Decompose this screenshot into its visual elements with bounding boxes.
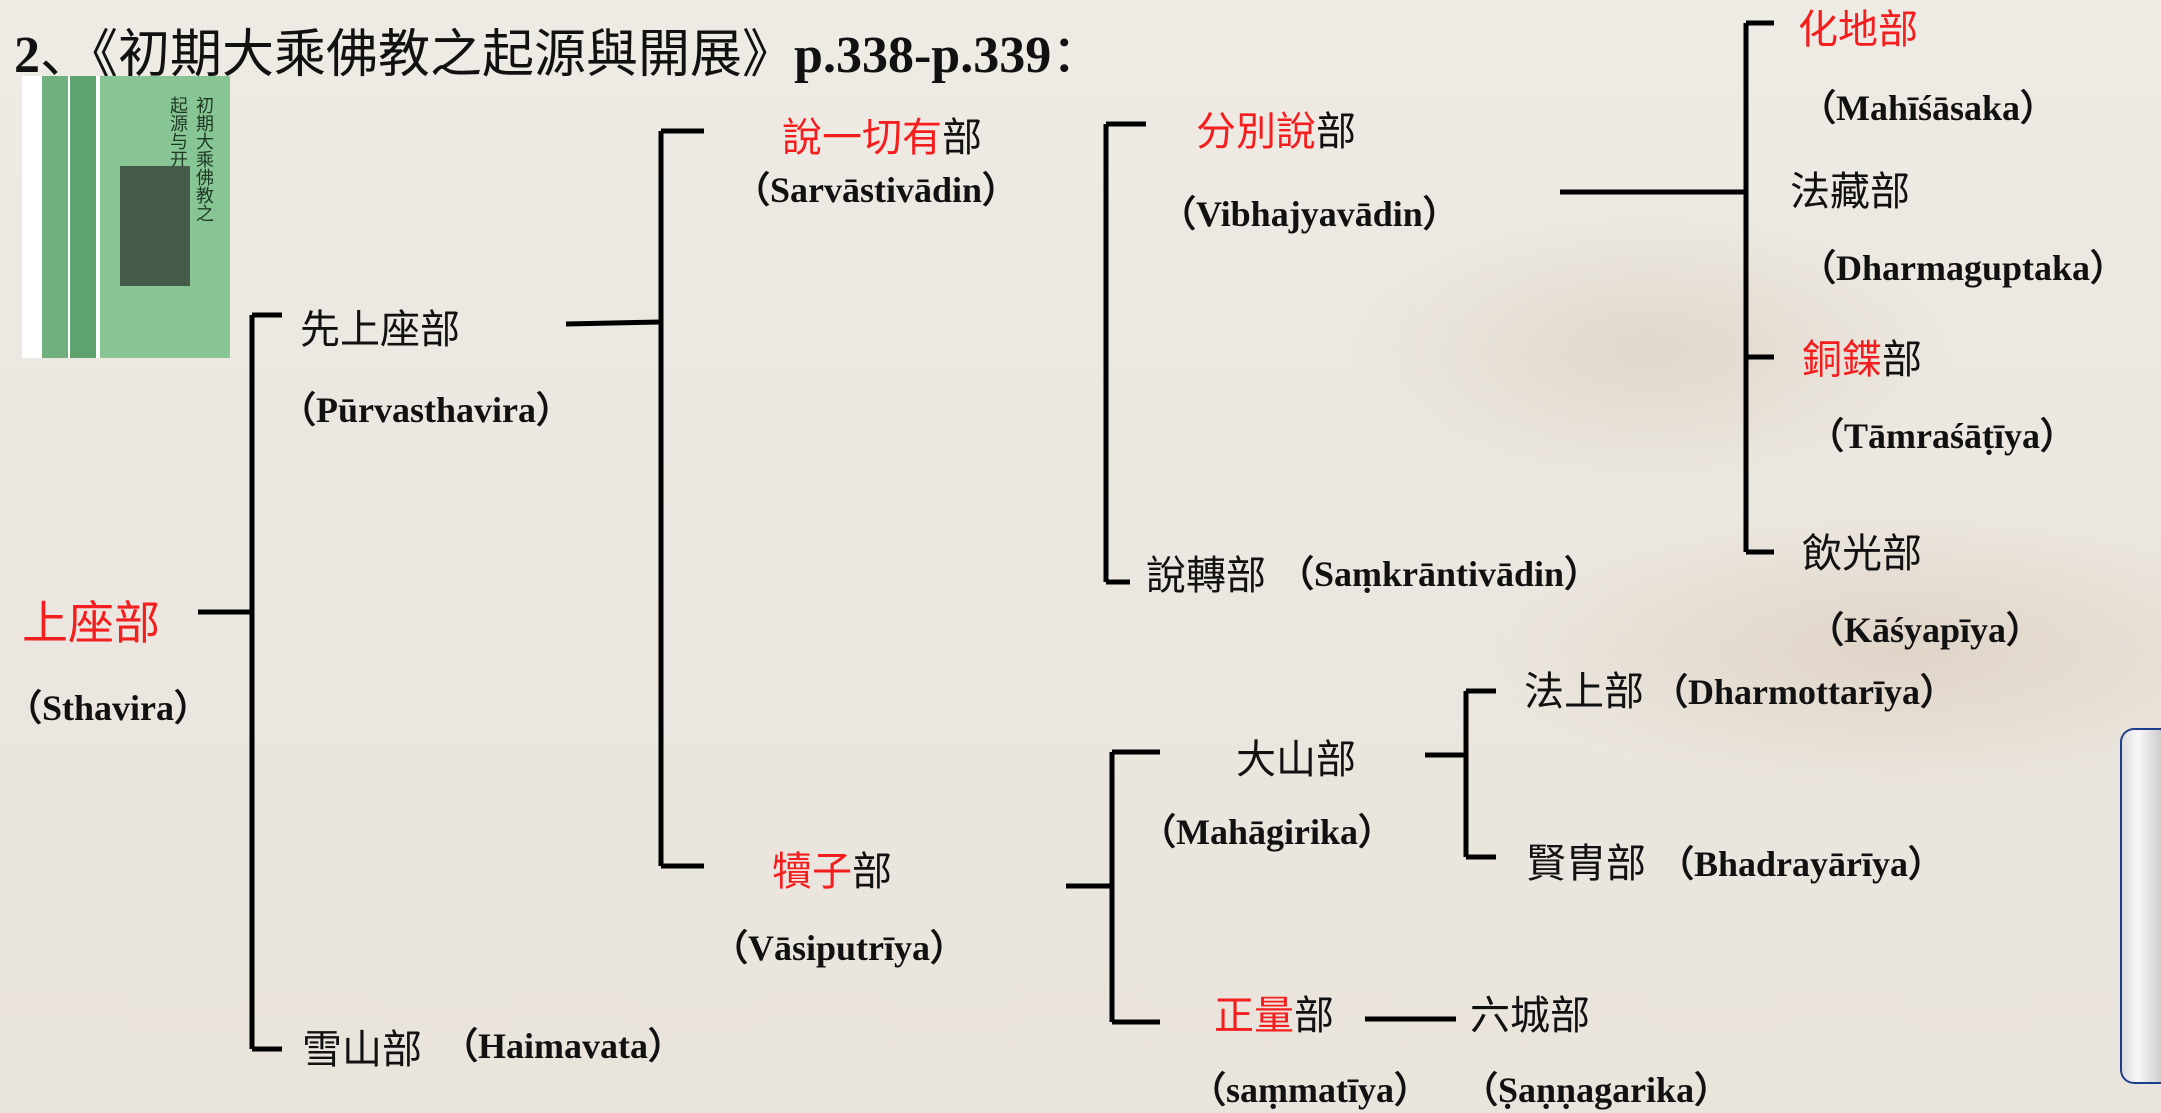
book-cover-subtitle: 起源与开展 xyxy=(167,96,188,186)
node-sannagarika-name: 六城部 xyxy=(1470,993,1590,1039)
node-vasiputriya-name-highlight: 犢子 xyxy=(772,849,852,895)
node-purvasthavira-name: 先上座部 xyxy=(300,307,460,353)
book-cover: 初期大乘佛教之 起源与开展 xyxy=(100,76,230,358)
node-vibhajyavadin-name-highlight: 分別說 xyxy=(1196,109,1316,155)
book-cover-image: 初期大乘佛教之 起源与开展 xyxy=(22,76,230,358)
node-purvasthavira-sanskrit: （Pūrvasthavira） xyxy=(280,390,572,430)
node-kasyapiya-name: 飲光部 xyxy=(1802,531,1922,577)
node-haimavata-sanskrit: （Haimavata） xyxy=(442,1026,684,1066)
node-sthavira-name: 上座部 xyxy=(22,596,160,650)
node-haimavata-name: 雪山部 xyxy=(302,1027,422,1073)
node-mahisasaka-name: 化地部 xyxy=(1798,7,1918,53)
node-mahagirika-sanskrit: （Mahāgirika） xyxy=(1140,812,1395,852)
node-vasiputriya-name-suffix: 部 xyxy=(852,849,892,895)
node-samkrantivadin-sanskrit: （Saṃkrāntivādin） xyxy=(1278,554,1601,594)
node-vibhajyavadin-name: 分別說部 xyxy=(1196,112,1356,152)
node-bhadrayariya-sanskrit: （Bhadrayārīya） xyxy=(1658,844,1945,884)
book-spine xyxy=(70,76,96,358)
node-bhadrayariya-name: 賢胄部 xyxy=(1526,841,1646,887)
node-sannagarika-sanskrit: （Ṣaṇṇagarika） xyxy=(1462,1070,1731,1110)
node-vasiputriya-name: 犢子部 xyxy=(772,852,892,892)
title-colon: ： xyxy=(1051,25,1104,85)
node-dharmottariya-sanskrit: （Dharmottarīya） xyxy=(1652,672,1956,712)
title-separator: 、 xyxy=(40,25,93,85)
node-sammatiya-name-highlight: 正量 xyxy=(1214,993,1294,1039)
node-sammatiya-sanskrit: （saṃmatīya） xyxy=(1190,1070,1430,1110)
node-samkrantivadin-name: 說轉部 xyxy=(1146,553,1266,599)
node-sarvastivadin-sanskrit: （Sarvāstivādin） xyxy=(734,170,1019,210)
node-vibhajyavadin-name-suffix: 部 xyxy=(1316,109,1356,155)
node-mahagirika-name: 大山部 xyxy=(1236,737,1356,783)
node-sthavira-sanskrit: （Sthavira） xyxy=(6,688,211,728)
node-tamrasatiya-sanskrit: （Tāmraśāṭīya） xyxy=(1808,416,2076,456)
node-sammatiya-name-suffix: 部 xyxy=(1294,993,1334,1039)
node-sarvastivadin-name-highlight: 說一切有 xyxy=(782,115,942,161)
node-vasiputriya-sanskrit: （Vāsiputrīya） xyxy=(712,928,967,968)
node-sammatiya-name: 正量部 xyxy=(1214,996,1334,1036)
book-cover-title: 初期大乘佛教之 xyxy=(193,96,214,222)
node-dharmaguptaka-name: 法藏部 xyxy=(1790,169,1910,215)
node-kasyapiya-sanskrit: （Kāśyapīya） xyxy=(1808,610,2043,650)
title-number: 2 xyxy=(14,27,40,84)
decorative-object-edge xyxy=(2120,728,2161,1084)
node-tamrasatiya-name-suffix: 部 xyxy=(1882,337,1922,383)
node-tamrasatiya-name: 銅鍱部 xyxy=(1802,340,1922,380)
node-sarvastivadin-name: 說一切有部 xyxy=(782,118,982,158)
book-spine xyxy=(42,76,68,358)
node-tamrasatiya-name-highlight: 銅鍱 xyxy=(1802,337,1882,383)
node-sarvastivadin-name-suffix: 部 xyxy=(942,115,982,161)
node-vibhajyavadin-sanskrit: （Vibhajyavādin） xyxy=(1160,194,1459,234)
title-book-name: 《初期大乘佛教之起源與開展》 xyxy=(92,25,795,85)
connector xyxy=(565,319,662,327)
slide-title: 2、《初期大乘佛教之起源與開展》p.338-p.339： xyxy=(14,12,1103,87)
title-pages: p.338-p.339 xyxy=(794,27,1052,84)
node-dharmaguptaka-sanskrit: （Dharmaguptaka） xyxy=(1800,248,2127,288)
node-mahisasaka-sanskrit: （Mahīśāsaka） xyxy=(1800,88,2057,128)
book-cover-portrait xyxy=(120,166,190,286)
node-dharmottariya-name: 法上部 xyxy=(1524,669,1644,715)
